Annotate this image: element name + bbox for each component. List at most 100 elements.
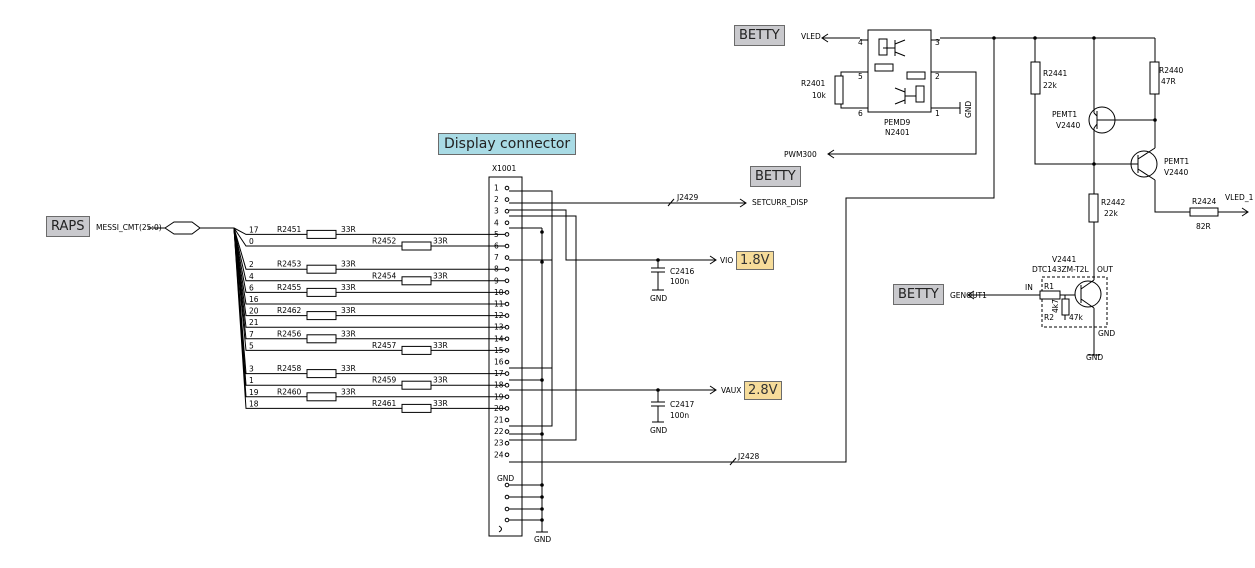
series-resistor-value: 33R (341, 260, 356, 269)
r2441-junction (1033, 36, 1037, 40)
vled-junction-1 (992, 36, 996, 40)
pwm-arrow (827, 149, 835, 159)
series-resistor (306, 311, 337, 321)
bus-bit-label: 4 (249, 272, 254, 281)
diagram-title: Display connector (438, 133, 577, 155)
series-resistor (306, 334, 337, 344)
r2442-value: 22k (1104, 209, 1119, 218)
connector-pin (504, 417, 510, 423)
bus-signal-line (233, 227, 505, 409)
v2440a-part: PEMT1 (1052, 110, 1077, 119)
series-resistor-value: 33R (341, 364, 356, 373)
series-resistor-ref: R2451 (277, 225, 302, 234)
pwm-label: PWM300 (784, 150, 817, 159)
vled-label: VLED (801, 32, 821, 41)
r2440-ref: R2440 (1159, 66, 1184, 75)
v2440a-base-junction (1153, 118, 1157, 122)
r2401-body (834, 75, 844, 105)
series-resistor (306, 369, 337, 379)
bus-bit-label: 1 (249, 376, 254, 385)
r2440-value: 47R (1161, 77, 1176, 86)
connector-pin-label: 2 (494, 195, 499, 204)
v2440a-transistor (1088, 38, 1155, 194)
connector-pin (504, 255, 510, 260)
connector-pin-label: 4 (494, 218, 499, 227)
bus-signal-line (233, 227, 505, 328)
pwm-wire (828, 71, 977, 155)
r2401-value: 10k (812, 91, 827, 100)
series-resistor-value: 33R (341, 387, 356, 396)
v2441-internals (967, 279, 1102, 356)
v2441-out-label: OUT (1097, 265, 1113, 274)
c2417-ref: C2417 (670, 400, 695, 409)
r2442-ref: R2442 (1101, 198, 1126, 207)
n2401-internals (860, 38, 940, 109)
connector-pin (504, 394, 510, 400)
c2416-value: 100n (670, 277, 689, 286)
bus-signal-line (233, 227, 505, 317)
pin-4-loop (509, 215, 577, 441)
connector-ref: X1001 (492, 164, 516, 173)
v2441-r2-value: 47k (1069, 313, 1084, 322)
connector-junctions (540, 230, 660, 522)
connector-pin (504, 278, 510, 284)
v2441-outline (1041, 276, 1108, 328)
connector-pin (504, 440, 510, 446)
bus-bit-label: 6 (249, 283, 254, 292)
connector-pin-label: 1 (494, 184, 499, 193)
bus-signal-line (233, 227, 505, 247)
bus-signal-line (233, 227, 505, 375)
series-resistor-ref: R2461 (372, 399, 397, 408)
v2441-r1-label: R1 (1044, 282, 1054, 291)
series-resistor (306, 229, 337, 239)
series-resistor-ref: R2456 (277, 329, 302, 338)
bus-bit-label: 0 (249, 237, 254, 246)
setcurr-label: SETCURR_DISP (752, 198, 808, 207)
series-resistor (401, 345, 432, 355)
connector-gnd-label: GND (497, 474, 514, 483)
r2424-body (1189, 207, 1219, 217)
bus-signal-line (233, 227, 505, 270)
series-resistor-ref: R2460 (277, 387, 302, 396)
vaux-voltage-box: 2.8V (744, 381, 782, 400)
v2440b-ref: V2440 (1164, 168, 1188, 177)
connector-pin (504, 313, 510, 318)
r2441-body (1030, 61, 1041, 95)
connector-pin (504, 232, 510, 237)
v2441-in-label: IN (1025, 283, 1033, 292)
connector-pin-label: 21 (494, 416, 504, 425)
connector-pin (504, 197, 510, 202)
betty-tag-bottom: BETTY (893, 284, 944, 305)
vaux-arrow (709, 385, 717, 395)
series-resistor (306, 287, 337, 297)
n2401-part: PEMD9 (884, 118, 911, 127)
n2401-pin-6: 6 (858, 109, 863, 118)
bus-bit-label: 21 (249, 318, 259, 327)
series-resistor-value: 33R (341, 283, 356, 292)
bus-connector-symbol (164, 221, 201, 235)
n2401-gnd-label: GND (964, 101, 973, 118)
c2417-value: 100n (670, 411, 689, 420)
connector-pin-label: 23 (494, 439, 504, 448)
series-resistor-ref: R2453 (277, 260, 302, 269)
bus-bit-label: 7 (249, 330, 254, 339)
bus-name: MESSI_CMT(25:0) (96, 223, 162, 232)
r2441-r2442-junction (1092, 162, 1096, 166)
vled1-label: VLED_1 (1225, 193, 1254, 202)
v2440b-transistor (1130, 147, 1190, 213)
vaux-label: VAUX (721, 386, 741, 395)
connector-pin (504, 406, 510, 411)
series-resistor-ref: R2457 (372, 341, 397, 350)
n2401-pin-1: 1 (935, 109, 940, 118)
vio-arrow (709, 255, 717, 265)
r2401-ref: R2401 (801, 79, 826, 88)
series-resistor (401, 276, 432, 286)
r2442-body (1088, 193, 1099, 223)
betty-tag-mid: BETTY (750, 166, 801, 187)
series-resistor-value: 33R (433, 341, 448, 350)
bus-bit-label: 3 (249, 365, 254, 374)
connector-pin (504, 382, 510, 388)
bus-bit-label: 5 (249, 341, 254, 350)
bus-signal-line (233, 227, 505, 293)
c2417-gnd: GND (650, 426, 667, 435)
